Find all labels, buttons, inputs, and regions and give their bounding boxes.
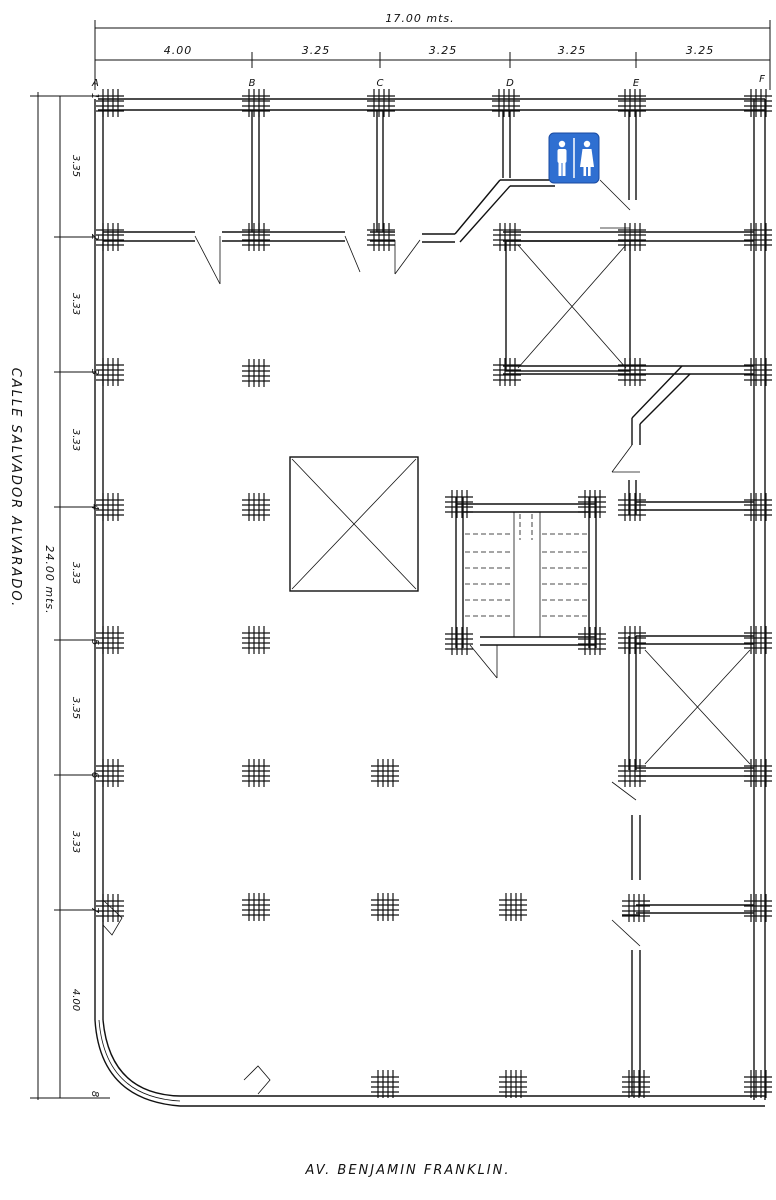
column-d8 xyxy=(498,1069,528,1099)
stair-treads xyxy=(465,514,587,617)
column-d7 xyxy=(498,892,528,922)
outer-walls xyxy=(94,98,766,1107)
column-c7 xyxy=(370,892,400,922)
column-d3 xyxy=(492,357,522,387)
column-f5 xyxy=(743,625,773,655)
top-dimension-4: 3.25 xyxy=(558,44,587,57)
left-dimension-4: 3.33 xyxy=(70,562,81,584)
column-f3 xyxy=(743,357,773,387)
column-e2 xyxy=(617,222,647,252)
column-b6 xyxy=(241,758,271,788)
overall-depth-label: 24.00 mts. xyxy=(43,545,56,614)
axis-label-d: D xyxy=(506,78,514,89)
top-dimension-3: 3.25 xyxy=(429,44,458,57)
left-dimension-5: 3.35 xyxy=(70,697,81,719)
column-e5 xyxy=(617,625,647,655)
column-b4 xyxy=(241,492,271,522)
top-dimension-2: 3.25 xyxy=(302,44,331,57)
left-dimension-6: 3.33 xyxy=(70,831,81,853)
column-e1 xyxy=(617,88,647,118)
row-label-1: 1 xyxy=(89,93,100,99)
column-c8 xyxy=(370,1069,400,1099)
axis-label-a: A xyxy=(91,78,99,89)
column-stair-se xyxy=(577,626,607,656)
column-c6 xyxy=(370,758,400,788)
column-b5 xyxy=(241,625,271,655)
column-b7 xyxy=(241,892,271,922)
axis-label-f: F xyxy=(759,74,765,85)
axis-label-b: B xyxy=(249,78,256,89)
top-dimension-group: 17.00 mts. 4.00 3.25 3.25 3.25 3.25 A B … xyxy=(91,12,771,90)
column-b1 xyxy=(241,88,271,118)
column-f2 xyxy=(743,222,773,252)
axis-label-c: C xyxy=(377,78,384,89)
left-dimension-3: 3.33 xyxy=(70,429,81,451)
column-c2 xyxy=(366,222,396,252)
top-dimension-1: 4.00 xyxy=(164,44,193,57)
side-street-label: CALLE SALVADOR ALVARADO. xyxy=(8,368,23,608)
column-d2 xyxy=(492,222,522,252)
column-b3 xyxy=(241,358,271,388)
column-e6 xyxy=(617,758,647,788)
column-d1 xyxy=(491,88,521,118)
central-void xyxy=(289,456,419,592)
column-f4 xyxy=(743,492,773,522)
column-f7 xyxy=(743,893,773,923)
column-f1 xyxy=(743,88,773,118)
left-dimension-2: 3.33 xyxy=(70,293,81,315)
interior-walls xyxy=(102,110,754,1096)
front-street-label: AV. BENJAMIN FRANKLIN. xyxy=(305,1163,511,1178)
column-e8 xyxy=(621,1069,651,1099)
column-b2 xyxy=(241,222,271,252)
column-c1 xyxy=(366,88,396,118)
column-f8 xyxy=(743,1069,773,1099)
restroom-icon xyxy=(548,132,600,184)
row-label-8: 8 xyxy=(89,1091,100,1097)
left-dimension-7: 4.00 xyxy=(70,989,81,1011)
column-f6 xyxy=(743,758,773,788)
column-e4 xyxy=(617,492,647,522)
column-stair-sw xyxy=(444,626,474,656)
left-dimension-1: 3.35 xyxy=(70,155,81,177)
axis-label-e: E xyxy=(633,78,640,89)
column-e3 xyxy=(617,357,647,387)
top-dimension-5: 3.25 xyxy=(686,44,715,57)
column-e7 xyxy=(621,893,651,923)
overall-width-label: 17.00 mts. xyxy=(385,12,454,25)
